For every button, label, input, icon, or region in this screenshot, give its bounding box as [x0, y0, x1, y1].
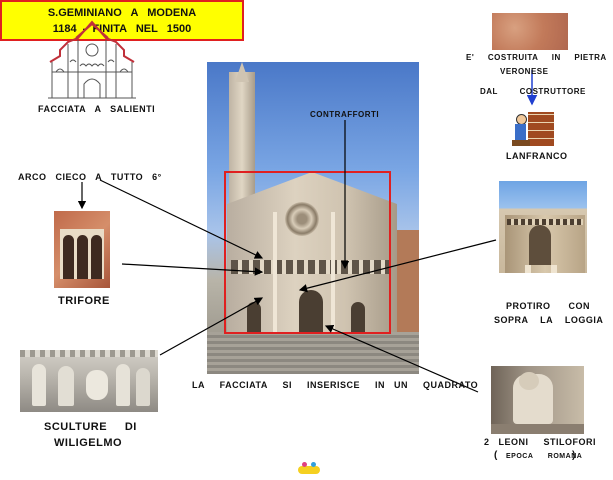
title-line-2: 1184 - FINITA NEL 1500 [52, 23, 192, 35]
protiro-photo [499, 181, 587, 273]
label-trifore: TRIFORE [58, 295, 110, 307]
logo-icon [298, 462, 320, 474]
trifore-photo [54, 211, 110, 288]
label-sculture-line-2: WILIGELMO [54, 437, 123, 449]
label-leoni-paren-open: ( [494, 450, 498, 461]
label-protiro-line-2: SOPRA LA LOGGIA [494, 315, 604, 325]
title-box: S.GEMINIANO A MODENA 1184 - FINITA NEL 1… [0, 0, 244, 41]
pietra-photo [492, 13, 568, 50]
label-sculture-line-1: SCULTURE DI [44, 421, 137, 433]
label-leoni-paren-close: ) [572, 450, 576, 461]
label-lanfranco: LANFRANCO [506, 151, 568, 161]
square-outline [224, 171, 391, 334]
label-leoni-line-1: 2 LEONI STILOFORI [484, 437, 597, 447]
label-leoni-line-2: EPOCA ROMANA [506, 453, 583, 460]
sculture-photo [20, 350, 158, 412]
label-contrafforti: CONTRAFFORTI [310, 110, 380, 119]
label-facciata-salienti: FACCIATA A SALIENTI [38, 104, 156, 114]
label-protiro-line-1: PROTIRO CON [506, 301, 591, 311]
label-costruita-line-1: E' COSTRUITA IN PIETRA [466, 53, 607, 62]
label-arco-cieco: ARCO CIECO A TUTTO 6° [18, 172, 162, 182]
label-costruita-line-3: DAL COSTRUTTORE [480, 87, 586, 96]
costruttore-icon [512, 108, 556, 148]
label-quadrato: LA FACCIATA SI INSERISCE IN UN QUADRATO [192, 380, 479, 390]
label-costruita-line-2: VERONESE [500, 67, 549, 76]
title-line-1: S.GEMINIANO A MODENA [47, 7, 197, 19]
leoni-photo [491, 366, 584, 434]
